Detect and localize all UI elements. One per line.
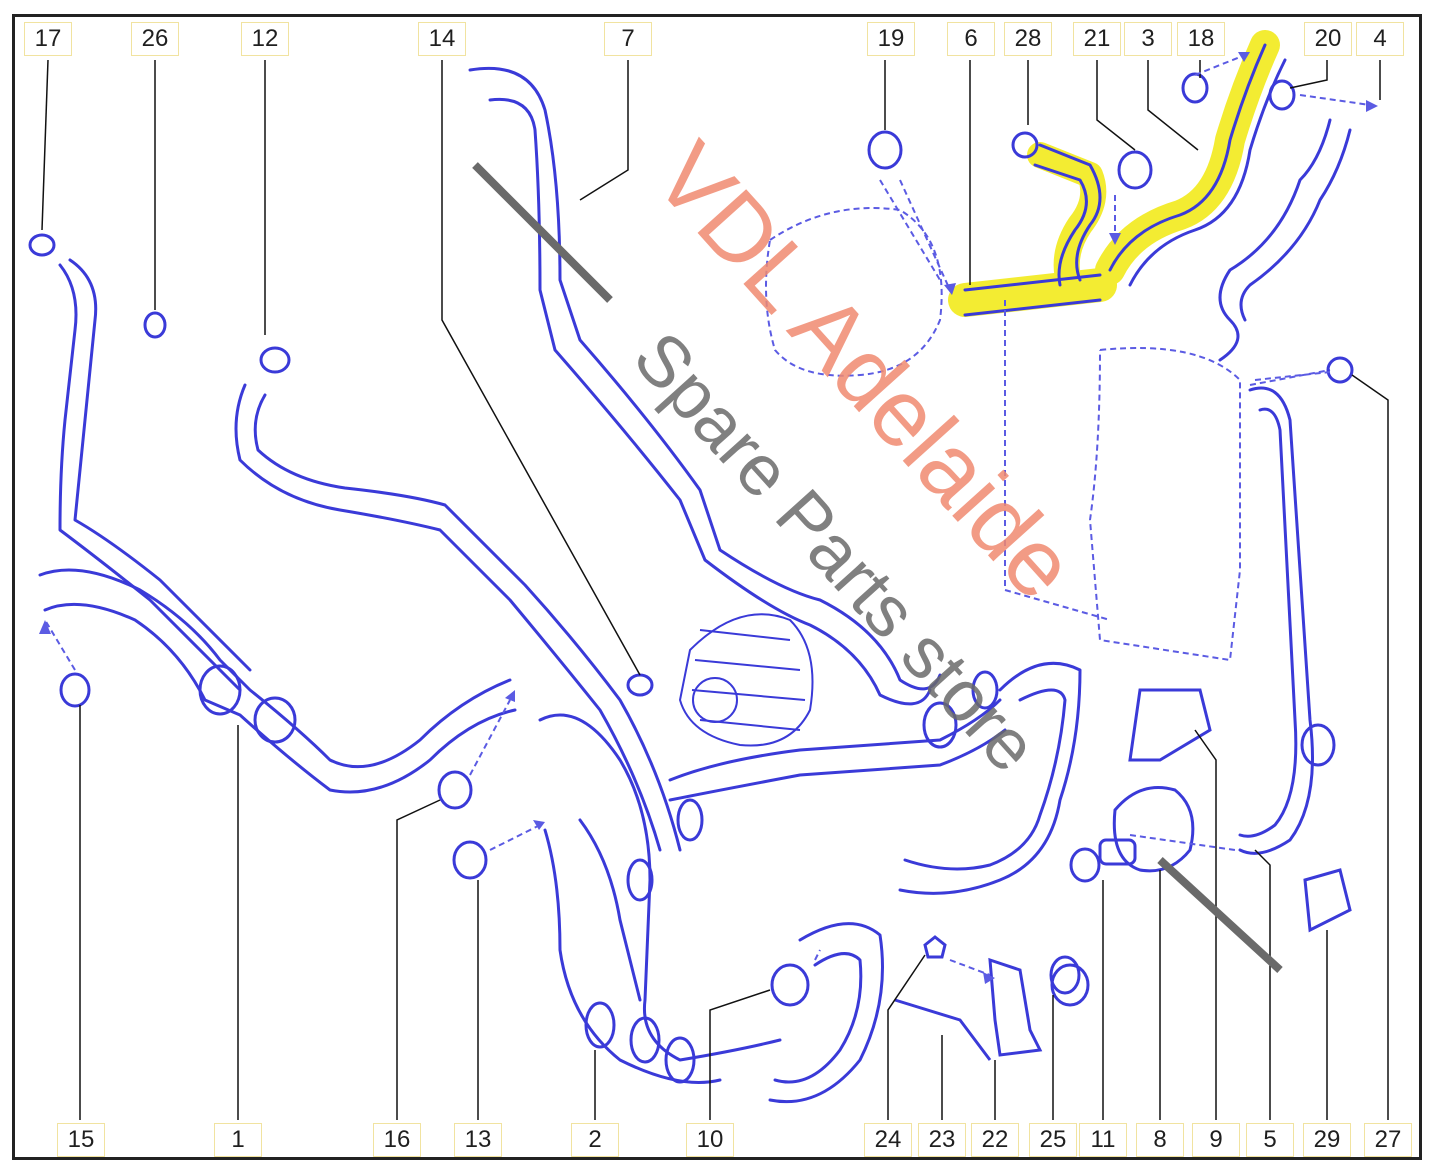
part-label-17[interactable]: 17 — [24, 22, 72, 56]
part-label-24[interactable]: 24 — [864, 1123, 912, 1157]
engine-dashed-outline — [765, 179, 1331, 662]
part-label-8[interactable]: 8 — [1136, 1123, 1184, 1157]
watermark-slash-2 — [1157, 857, 1283, 973]
part-label-7[interactable]: 7 — [604, 22, 652, 56]
part-label-11[interactable]: 11 — [1079, 1123, 1127, 1157]
part-label-18[interactable]: 18 — [1177, 22, 1225, 56]
part-label-13[interactable]: 13 — [454, 1123, 502, 1157]
hose-lines — [38, 43, 1352, 1104]
brackets — [894, 688, 1352, 1061]
alternator-drawing — [678, 613, 814, 747]
part-label-25[interactable]: 25 — [1029, 1123, 1077, 1157]
part-label-5[interactable]: 5 — [1246, 1123, 1294, 1157]
part-label-3[interactable]: 3 — [1124, 22, 1172, 56]
part-label-4[interactable]: 4 — [1356, 22, 1404, 56]
part-label-16[interactable]: 16 — [373, 1123, 421, 1157]
part-label-14[interactable]: 14 — [418, 22, 466, 56]
part-label-6[interactable]: 6 — [947, 22, 995, 56]
leader-lines — [41, 59, 1389, 1120]
part-label-10[interactable]: 10 — [686, 1123, 734, 1157]
part-label-1[interactable]: 1 — [214, 1123, 262, 1157]
part-label-2[interactable]: 2 — [571, 1123, 619, 1157]
water-pump-drawing — [1098, 786, 1195, 873]
part-label-15[interactable]: 15 — [57, 1123, 105, 1157]
part-label-28[interactable]: 28 — [1004, 22, 1052, 56]
arrow-heads — [39, 52, 1378, 984]
part-label-29[interactable]: 29 — [1303, 1123, 1351, 1157]
part-label-20[interactable]: 20 — [1304, 22, 1352, 56]
part-label-27[interactable]: 27 — [1364, 1123, 1412, 1157]
part-label-19[interactable]: 19 — [867, 22, 915, 56]
part-label-12[interactable]: 12 — [241, 22, 289, 56]
watermark-slash-1 — [472, 162, 613, 303]
part-label-21[interactable]: 21 — [1073, 22, 1121, 56]
part-label-26[interactable]: 26 — [131, 22, 179, 56]
part-label-9[interactable]: 9 — [1192, 1123, 1240, 1157]
part-label-22[interactable]: 22 — [971, 1123, 1019, 1157]
part-label-23[interactable]: 23 — [918, 1123, 966, 1157]
